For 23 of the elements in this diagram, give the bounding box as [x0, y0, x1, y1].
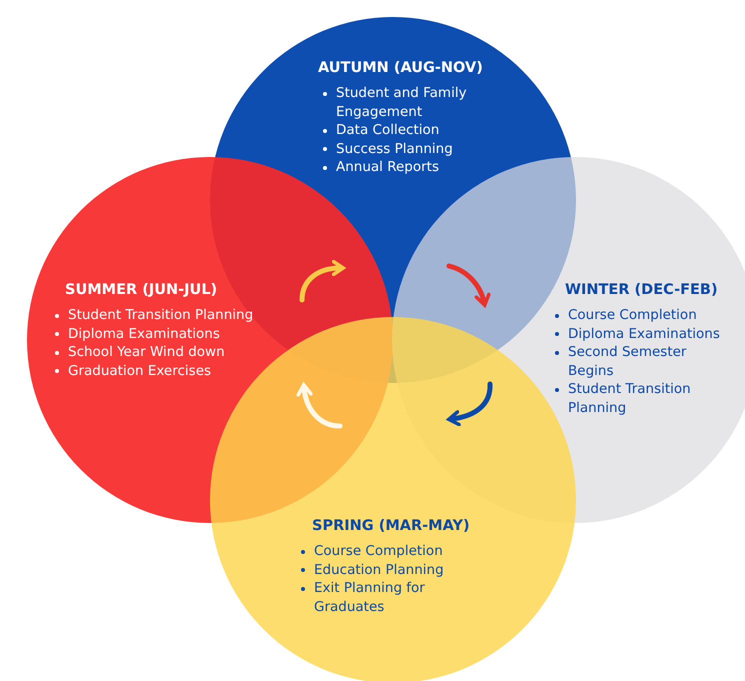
curved-arrow	[296, 383, 342, 428]
curved-arrow	[300, 260, 345, 302]
list-item: Annual Reports	[336, 158, 440, 176]
season-heading: SPRING (MAR-MAY)	[312, 518, 471, 534]
season-heading: WINTER (DEC-FEB)	[565, 282, 719, 298]
list-item: Student Transition Planning	[568, 380, 692, 417]
list-item: Success Planning	[336, 140, 453, 158]
list-item: Education Planning	[314, 560, 444, 579]
list-item: Course Completion	[568, 306, 697, 324]
list-item: Student and Family Engagement	[336, 84, 468, 121]
list-item: Graduation Exercises	[68, 362, 212, 380]
curved-arrow	[446, 264, 490, 307]
list-item: Course Completion	[314, 542, 443, 560]
list-item: Diploma Examinations	[568, 324, 720, 343]
list-item: School Year Wind down	[68, 343, 225, 362]
curved-arrow	[447, 382, 492, 426]
list-item: Data Collection	[336, 121, 440, 140]
list-item: Second Semester Begins	[568, 343, 688, 380]
list-item: Diploma Examinations	[68, 324, 220, 343]
list-item: Student Transition Planning	[68, 306, 254, 324]
season-heading: SUMMER (JUN-JUL)	[65, 282, 218, 298]
list-item: Exit Planning for Graduates	[314, 579, 426, 616]
season-heading: AUTUMN (AUG-NOV)	[318, 60, 484, 76]
